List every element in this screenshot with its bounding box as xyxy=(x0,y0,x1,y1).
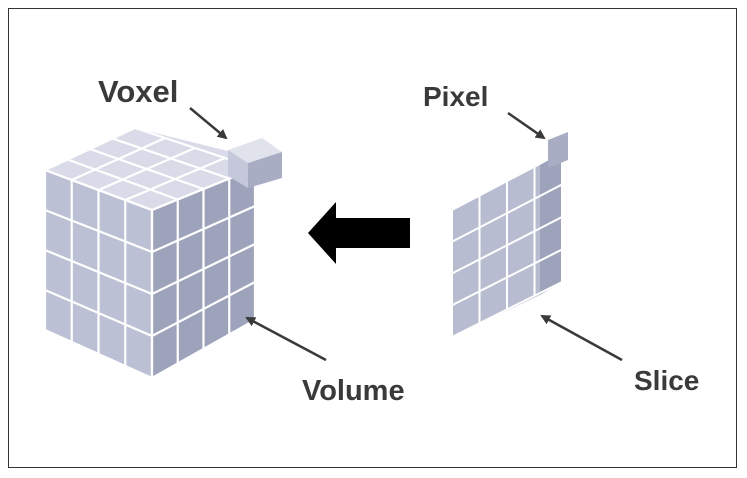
grid-line xyxy=(151,281,256,337)
grid-line xyxy=(67,158,179,201)
grid-line xyxy=(124,156,226,202)
slice-label: Slice xyxy=(634,365,699,396)
grid-outline xyxy=(42,126,259,212)
slice-pointer-arrow xyxy=(540,314,623,362)
slice-grid-lines xyxy=(451,150,563,339)
grid-line xyxy=(451,248,563,307)
slice-grid xyxy=(451,150,563,339)
grid-line xyxy=(451,216,563,275)
voxel-cube xyxy=(228,138,282,188)
grid-line xyxy=(44,248,153,296)
cube-grid-lines xyxy=(42,126,259,380)
pixel-pointer-arrow xyxy=(507,111,546,140)
grid-outline xyxy=(451,150,563,339)
voxel-top-face xyxy=(228,138,282,163)
voxel-front-face xyxy=(228,150,248,188)
voxel-label: Voxel xyxy=(98,74,178,109)
pixel-label: Pixel xyxy=(423,81,488,112)
grid-line xyxy=(151,243,256,295)
volume-label: Volume xyxy=(302,375,405,407)
pixel-square xyxy=(548,132,568,168)
left-arrow-icon xyxy=(308,202,410,264)
grid-line xyxy=(44,288,153,338)
volume-cube xyxy=(42,126,259,380)
grid-line xyxy=(89,147,204,191)
voxel-pointer-arrow xyxy=(189,107,228,140)
volume-pointer-arrow xyxy=(245,316,327,362)
voxel-side-face xyxy=(248,152,282,188)
